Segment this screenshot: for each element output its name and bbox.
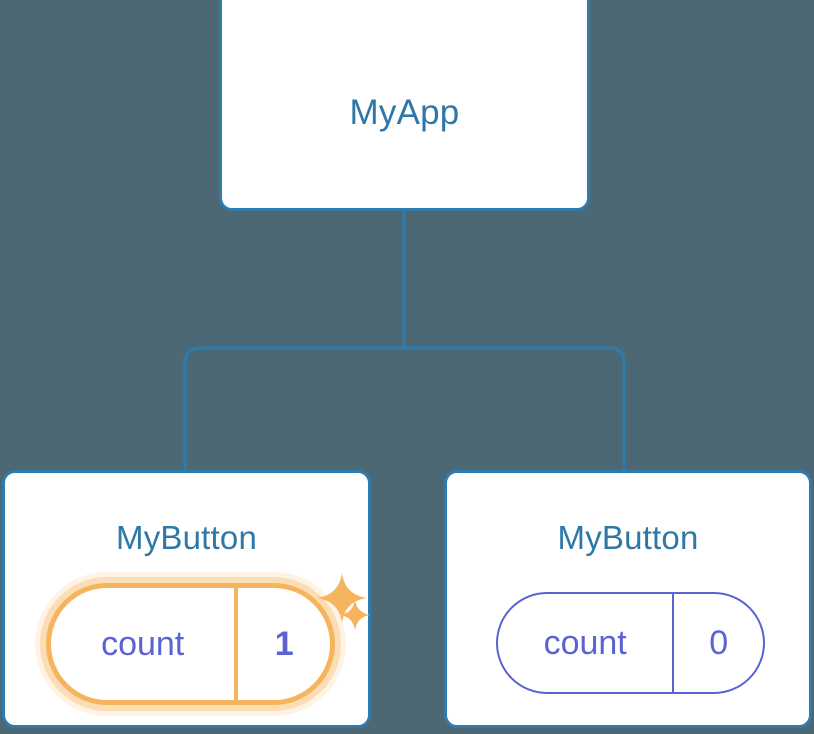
- node-title-mybutton-right: MyButton: [557, 519, 699, 556]
- node-card-myapp[interactable]: MyApp: [219, 0, 590, 211]
- node-title-myapp: MyApp: [349, 93, 460, 132]
- node-card-mybutton-right[interactable]: MyButton count 0: [444, 470, 812, 728]
- node-card-mybutton-left[interactable]: MyButton count 1: [2, 470, 371, 728]
- state-value-right: 0: [672, 594, 763, 692]
- connector-child-bus: [183, 346, 626, 470]
- state-pill-right[interactable]: count 0: [496, 592, 765, 694]
- state-pill-left[interactable]: count 1: [46, 583, 335, 705]
- sparkle-icon-small: [339, 599, 371, 631]
- state-value-left: 1: [234, 588, 330, 700]
- state-key-left: count: [101, 624, 185, 663]
- node-title-mybutton-left: MyButton: [116, 519, 257, 556]
- state-key-right: count: [543, 623, 627, 662]
